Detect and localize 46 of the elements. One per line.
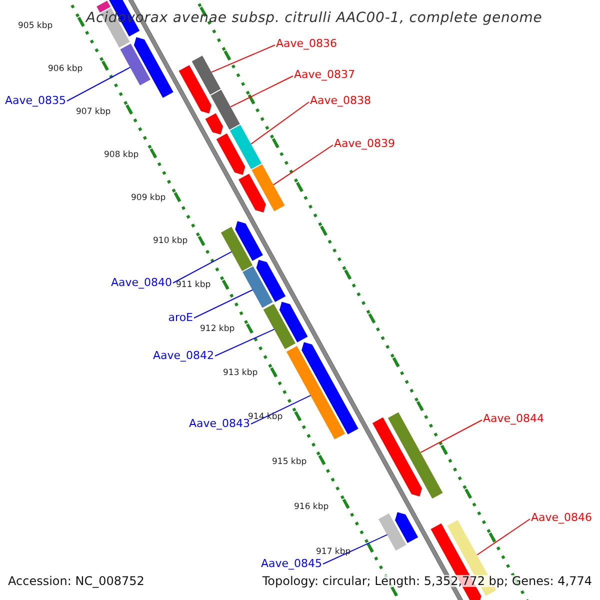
scale-label: 909 kbp: [131, 194, 166, 202]
gene-label: Aave_0837: [294, 69, 356, 80]
gene-block: [96, 0, 110, 13]
leader-line: [66, 66, 131, 102]
leader-line: [250, 394, 312, 424]
gene-label: Aave_0846: [531, 512, 592, 523]
leader-line: [172, 251, 232, 284]
gene-feature: [372, 417, 422, 496]
gene-label: aroE: [168, 312, 193, 323]
gene-label: Aave_0838: [310, 95, 372, 106]
gene-feature: [205, 113, 224, 135]
gene-feature: [395, 512, 418, 544]
scale-label: 907 kbp: [76, 108, 111, 116]
leader-line: [214, 328, 275, 356]
scale-label: 905 kbp: [18, 22, 53, 30]
leader-line: [420, 420, 482, 453]
scale-label: 915 kbp: [272, 458, 307, 466]
scale-label: 917 kbp: [316, 548, 351, 556]
scale-label: 914 kbp: [248, 413, 283, 422]
scale-label: 912 kbp: [200, 325, 235, 334]
info-text: Topology: circular; Length: 5,352,772 bp; Genes: 4,774: [262, 575, 592, 587]
gene-label: Aave_0839: [334, 138, 396, 149]
gene-feature: [279, 302, 308, 342]
leader-line: [230, 76, 294, 108]
gene-label: Aave_0835: [4, 95, 66, 106]
info-text: Accession: NC_008752: [8, 575, 144, 587]
scale-label: 906 kbp: [48, 65, 83, 74]
gene-feature: [256, 260, 286, 302]
gene-label: Aave_0840: [110, 277, 172, 288]
gene-label: Aave_0843: [188, 418, 250, 429]
leader-line: [476, 518, 530, 556]
gene-label: Aave_0842: [152, 350, 214, 361]
gene-feature: [235, 221, 263, 261]
scale-label: 910 kbp: [153, 237, 188, 246]
scale-label: 908 kbp: [104, 151, 139, 160]
gene-label: Aave_0836: [276, 38, 338, 49]
gene-label: Aave_0845: [260, 558, 322, 569]
gene-feature: [238, 174, 266, 213]
gene-feature: [216, 133, 246, 175]
gene-feature: [134, 37, 174, 98]
gene-feature: [302, 342, 358, 434]
gene-feature: [178, 65, 212, 114]
scale-label: 916 kbp: [294, 503, 329, 512]
scale-label: 911 kbp: [176, 281, 211, 290]
gene-label: Aave_0844: [483, 413, 544, 424]
scale-label: 913 kbp: [223, 369, 258, 378]
